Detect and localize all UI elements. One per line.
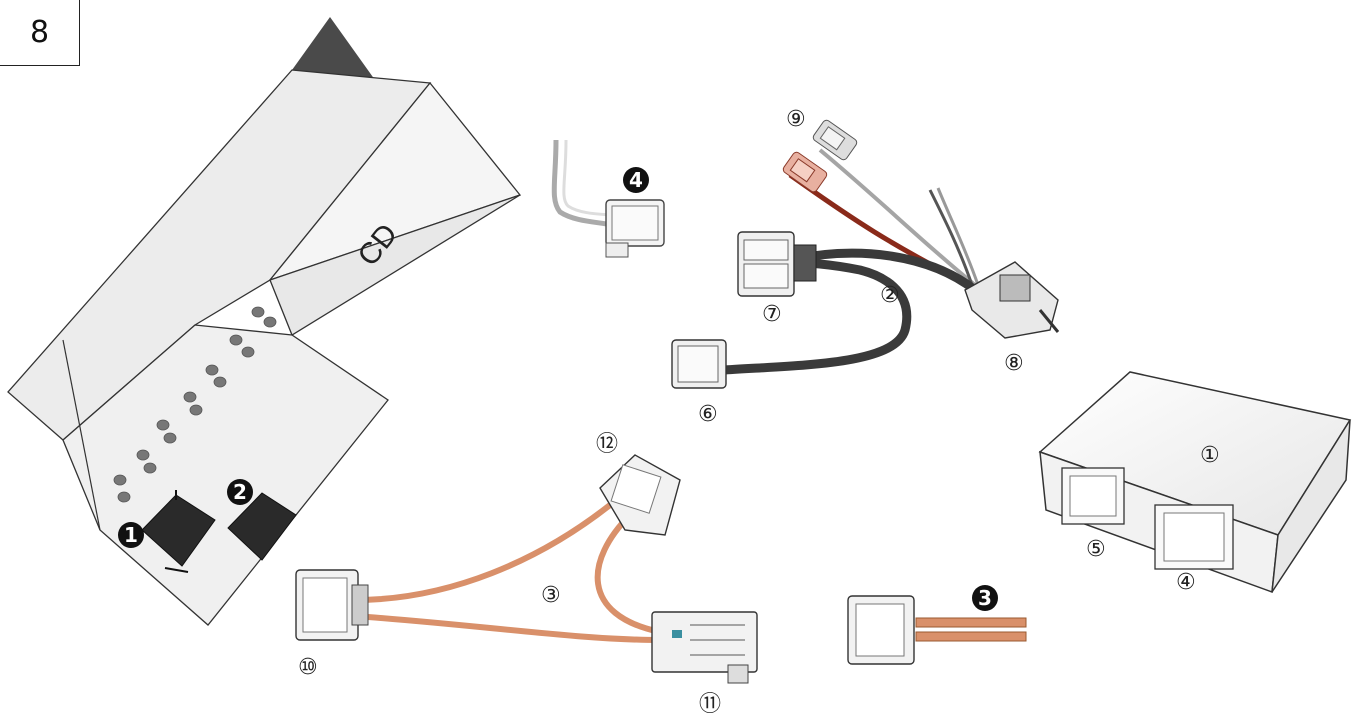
label-5: ⑤: [1086, 537, 1106, 562]
rca-plug-red: [782, 151, 828, 193]
svg-text:3: 3: [978, 586, 992, 610]
solid-label-1: 1: [118, 522, 144, 548]
cd-unit: CD: [7, 17, 522, 626]
svg-text:1: 1: [124, 523, 138, 547]
connector-10: [295, 569, 369, 641]
label-1: ①: [1200, 443, 1220, 468]
solid-label-2: 2: [227, 479, 253, 505]
label-4: ④: [1176, 570, 1196, 595]
connector-3-plug: 3: [847, 585, 1027, 665]
label-10: ⑩: [298, 655, 318, 680]
label-11: ⑪: [699, 692, 721, 715]
connector-4-plug: 4: [551, 139, 665, 258]
rca-plug-white: [812, 119, 858, 161]
cd-socket-1: [141, 490, 216, 573]
cd-unit-top-corner-shadow: [292, 17, 375, 80]
svg-text:2: 2: [233, 480, 247, 504]
page-number-badge: 8: [0, 0, 80, 66]
module-1-box: [1038, 371, 1352, 594]
connector-8: [964, 261, 1060, 339]
connector-6: [671, 339, 727, 389]
connector-7: [737, 231, 817, 297]
cd-unit-front-face: [269, 194, 521, 336]
label-3: ③: [541, 583, 561, 608]
label-2: ②: [880, 283, 900, 308]
label-8: ⑧: [1004, 351, 1024, 376]
cd-socket-2: [227, 492, 297, 561]
connector-12: [599, 454, 681, 536]
module-port-5: [1061, 467, 1125, 525]
label-9: ⑨: [786, 107, 806, 132]
label-7: ⑦: [762, 302, 782, 327]
label-6: ⑥: [698, 402, 718, 427]
label-12: ⑫: [596, 432, 618, 457]
cd-unit-edge: [62, 339, 101, 531]
harness-2: [671, 119, 1060, 389]
connector-11: [651, 611, 758, 684]
cd-vent-holes: [113, 306, 277, 503]
svg-text:4: 4: [629, 168, 643, 192]
module-port-4: [1154, 504, 1234, 570]
harness-3: [295, 454, 758, 684]
